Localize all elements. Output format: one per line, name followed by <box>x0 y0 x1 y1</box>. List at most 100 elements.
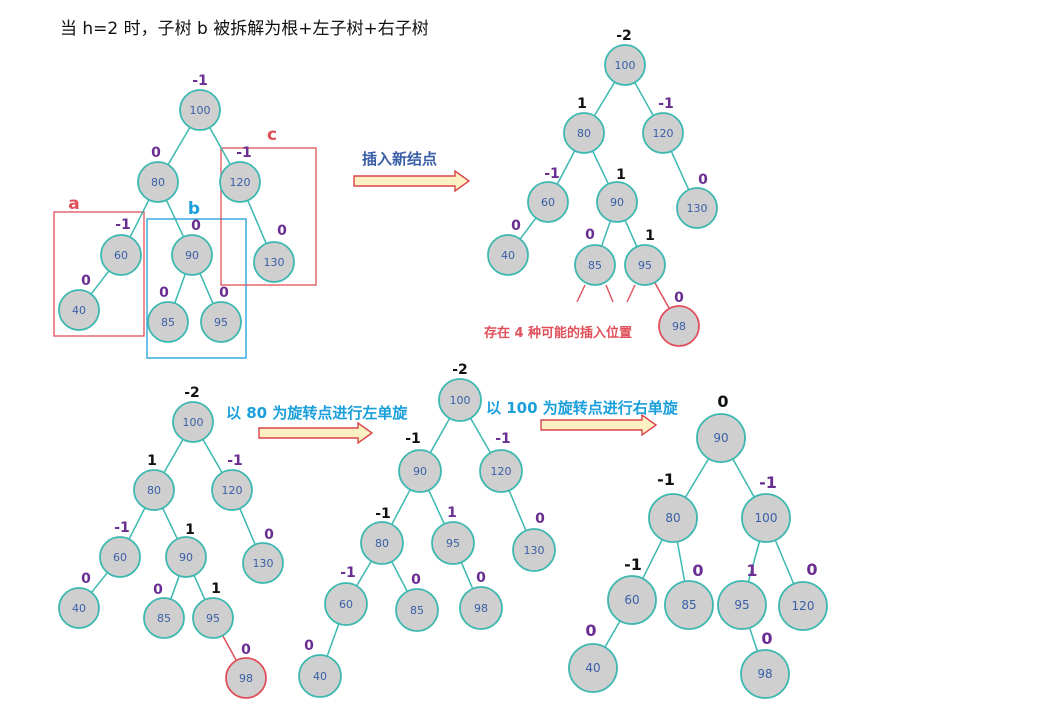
tree-node-100 <box>179 89 221 131</box>
tree-node-40 <box>487 234 529 276</box>
node-value: 95 <box>214 316 228 329</box>
node-value: 60 <box>114 249 128 262</box>
tree-node-98 <box>658 305 700 347</box>
node-value: 95 <box>206 612 220 625</box>
tree-edge <box>167 126 191 166</box>
tree-edge <box>591 150 610 185</box>
tree-edge <box>209 127 231 165</box>
arrow-right-rotate <box>540 413 658 437</box>
node-value: 130 <box>253 557 274 570</box>
balance-factor: 0 <box>219 285 229 301</box>
balance-factor: -1 <box>115 217 131 233</box>
tree-edge <box>428 489 445 525</box>
tree-edge <box>202 438 223 474</box>
node-value: 90 <box>179 551 193 564</box>
insert-position-mark <box>626 284 636 303</box>
balance-factor: 0 <box>81 571 91 587</box>
tree-edge <box>326 623 340 657</box>
tree-edge <box>174 273 186 304</box>
node-value: 80 <box>375 537 389 550</box>
subtree-box-a <box>53 211 145 337</box>
tree-node-85 <box>147 301 189 343</box>
tree-node-80 <box>563 112 605 154</box>
tree-node-60 <box>527 181 569 223</box>
balance-factor: -1 <box>340 565 356 581</box>
balance-factor: 0 <box>692 561 703 580</box>
balance-factor: 0 <box>717 392 728 411</box>
balance-factor: 0 <box>81 273 91 289</box>
tree-node-90 <box>398 449 442 493</box>
arrows-layer <box>258 169 658 445</box>
balance-factor: 0 <box>264 527 274 543</box>
balance-factor: 1 <box>147 453 157 469</box>
tree-edge <box>161 507 179 540</box>
insert-position-mark <box>605 284 614 303</box>
node-value: 85 <box>410 604 424 617</box>
tree-edge <box>508 490 527 531</box>
tree-node-100 <box>172 401 214 443</box>
node-value: 80 <box>151 176 165 189</box>
node-value: 90 <box>713 431 728 445</box>
subtree-box-b <box>146 218 247 359</box>
tree-node-95 <box>717 580 767 630</box>
tree-node-95 <box>624 244 666 286</box>
tree-edge <box>670 150 690 191</box>
tree-edge <box>747 540 761 583</box>
balance-factor: 1 <box>185 522 195 538</box>
tree-node-60 <box>99 536 141 578</box>
balance-factor: -2 <box>452 362 468 378</box>
tree-edge <box>239 508 256 545</box>
node-value: 120 <box>491 465 512 478</box>
node-value: 85 <box>588 259 602 272</box>
node-value: 95 <box>638 259 652 272</box>
balance-factor: -1 <box>495 431 511 447</box>
balance-factor: -1 <box>405 431 421 447</box>
tree-node-100 <box>741 493 791 543</box>
balance-factor: 0 <box>535 511 545 527</box>
tree-edge <box>519 217 537 240</box>
node-value: 60 <box>339 598 353 611</box>
tree-edge <box>129 199 150 238</box>
node-value: 60 <box>113 551 127 564</box>
tree-edge <box>221 635 238 661</box>
node-value: 95 <box>734 598 749 612</box>
node-value: 98 <box>757 667 772 681</box>
node-value: 40 <box>313 670 327 683</box>
tree-edge <box>604 620 621 648</box>
node-value: 40 <box>72 602 86 615</box>
node-value: 120 <box>222 484 243 497</box>
node-value: 130 <box>687 202 708 215</box>
node-value: 80 <box>577 127 591 140</box>
tree-edge <box>684 458 710 498</box>
balance-factor: -1 <box>624 555 642 574</box>
tree-edge <box>170 575 180 600</box>
balance-factor: -1 <box>657 470 675 489</box>
tree-edge <box>165 199 185 238</box>
node-value: 100 <box>450 394 471 407</box>
node-value: 40 <box>501 249 515 262</box>
tree-node-130 <box>512 528 556 572</box>
tree-node-98 <box>225 657 267 699</box>
subtree-label: b <box>188 199 200 219</box>
balance-factor: 0 <box>411 572 421 588</box>
tree-edge <box>676 541 686 582</box>
node-value: 120 <box>792 599 815 613</box>
subtree-box-c <box>220 147 317 286</box>
balance-factor: 0 <box>698 172 708 188</box>
node-value: 60 <box>624 593 639 607</box>
arrow-right-rotate-label: 以 100 为旋转点进行右单旋 <box>486 399 679 417</box>
balance-factor: -2 <box>184 385 200 401</box>
insert-position-mark <box>576 284 586 303</box>
balance-factor: 0 <box>153 582 163 598</box>
tree-edge <box>748 627 759 652</box>
tree-node-90 <box>596 181 638 223</box>
tree-node-80 <box>137 161 179 203</box>
balance-factor: 0 <box>159 285 169 301</box>
tree-node-90 <box>165 536 207 578</box>
tree-edge <box>732 458 755 498</box>
tree-node-98 <box>740 649 790 699</box>
node-value: 100 <box>615 59 636 72</box>
balance-factor: 1 <box>447 505 457 521</box>
arrow-left-rotate-label: 以 80 为旋转点进行左单旋 <box>226 404 408 422</box>
